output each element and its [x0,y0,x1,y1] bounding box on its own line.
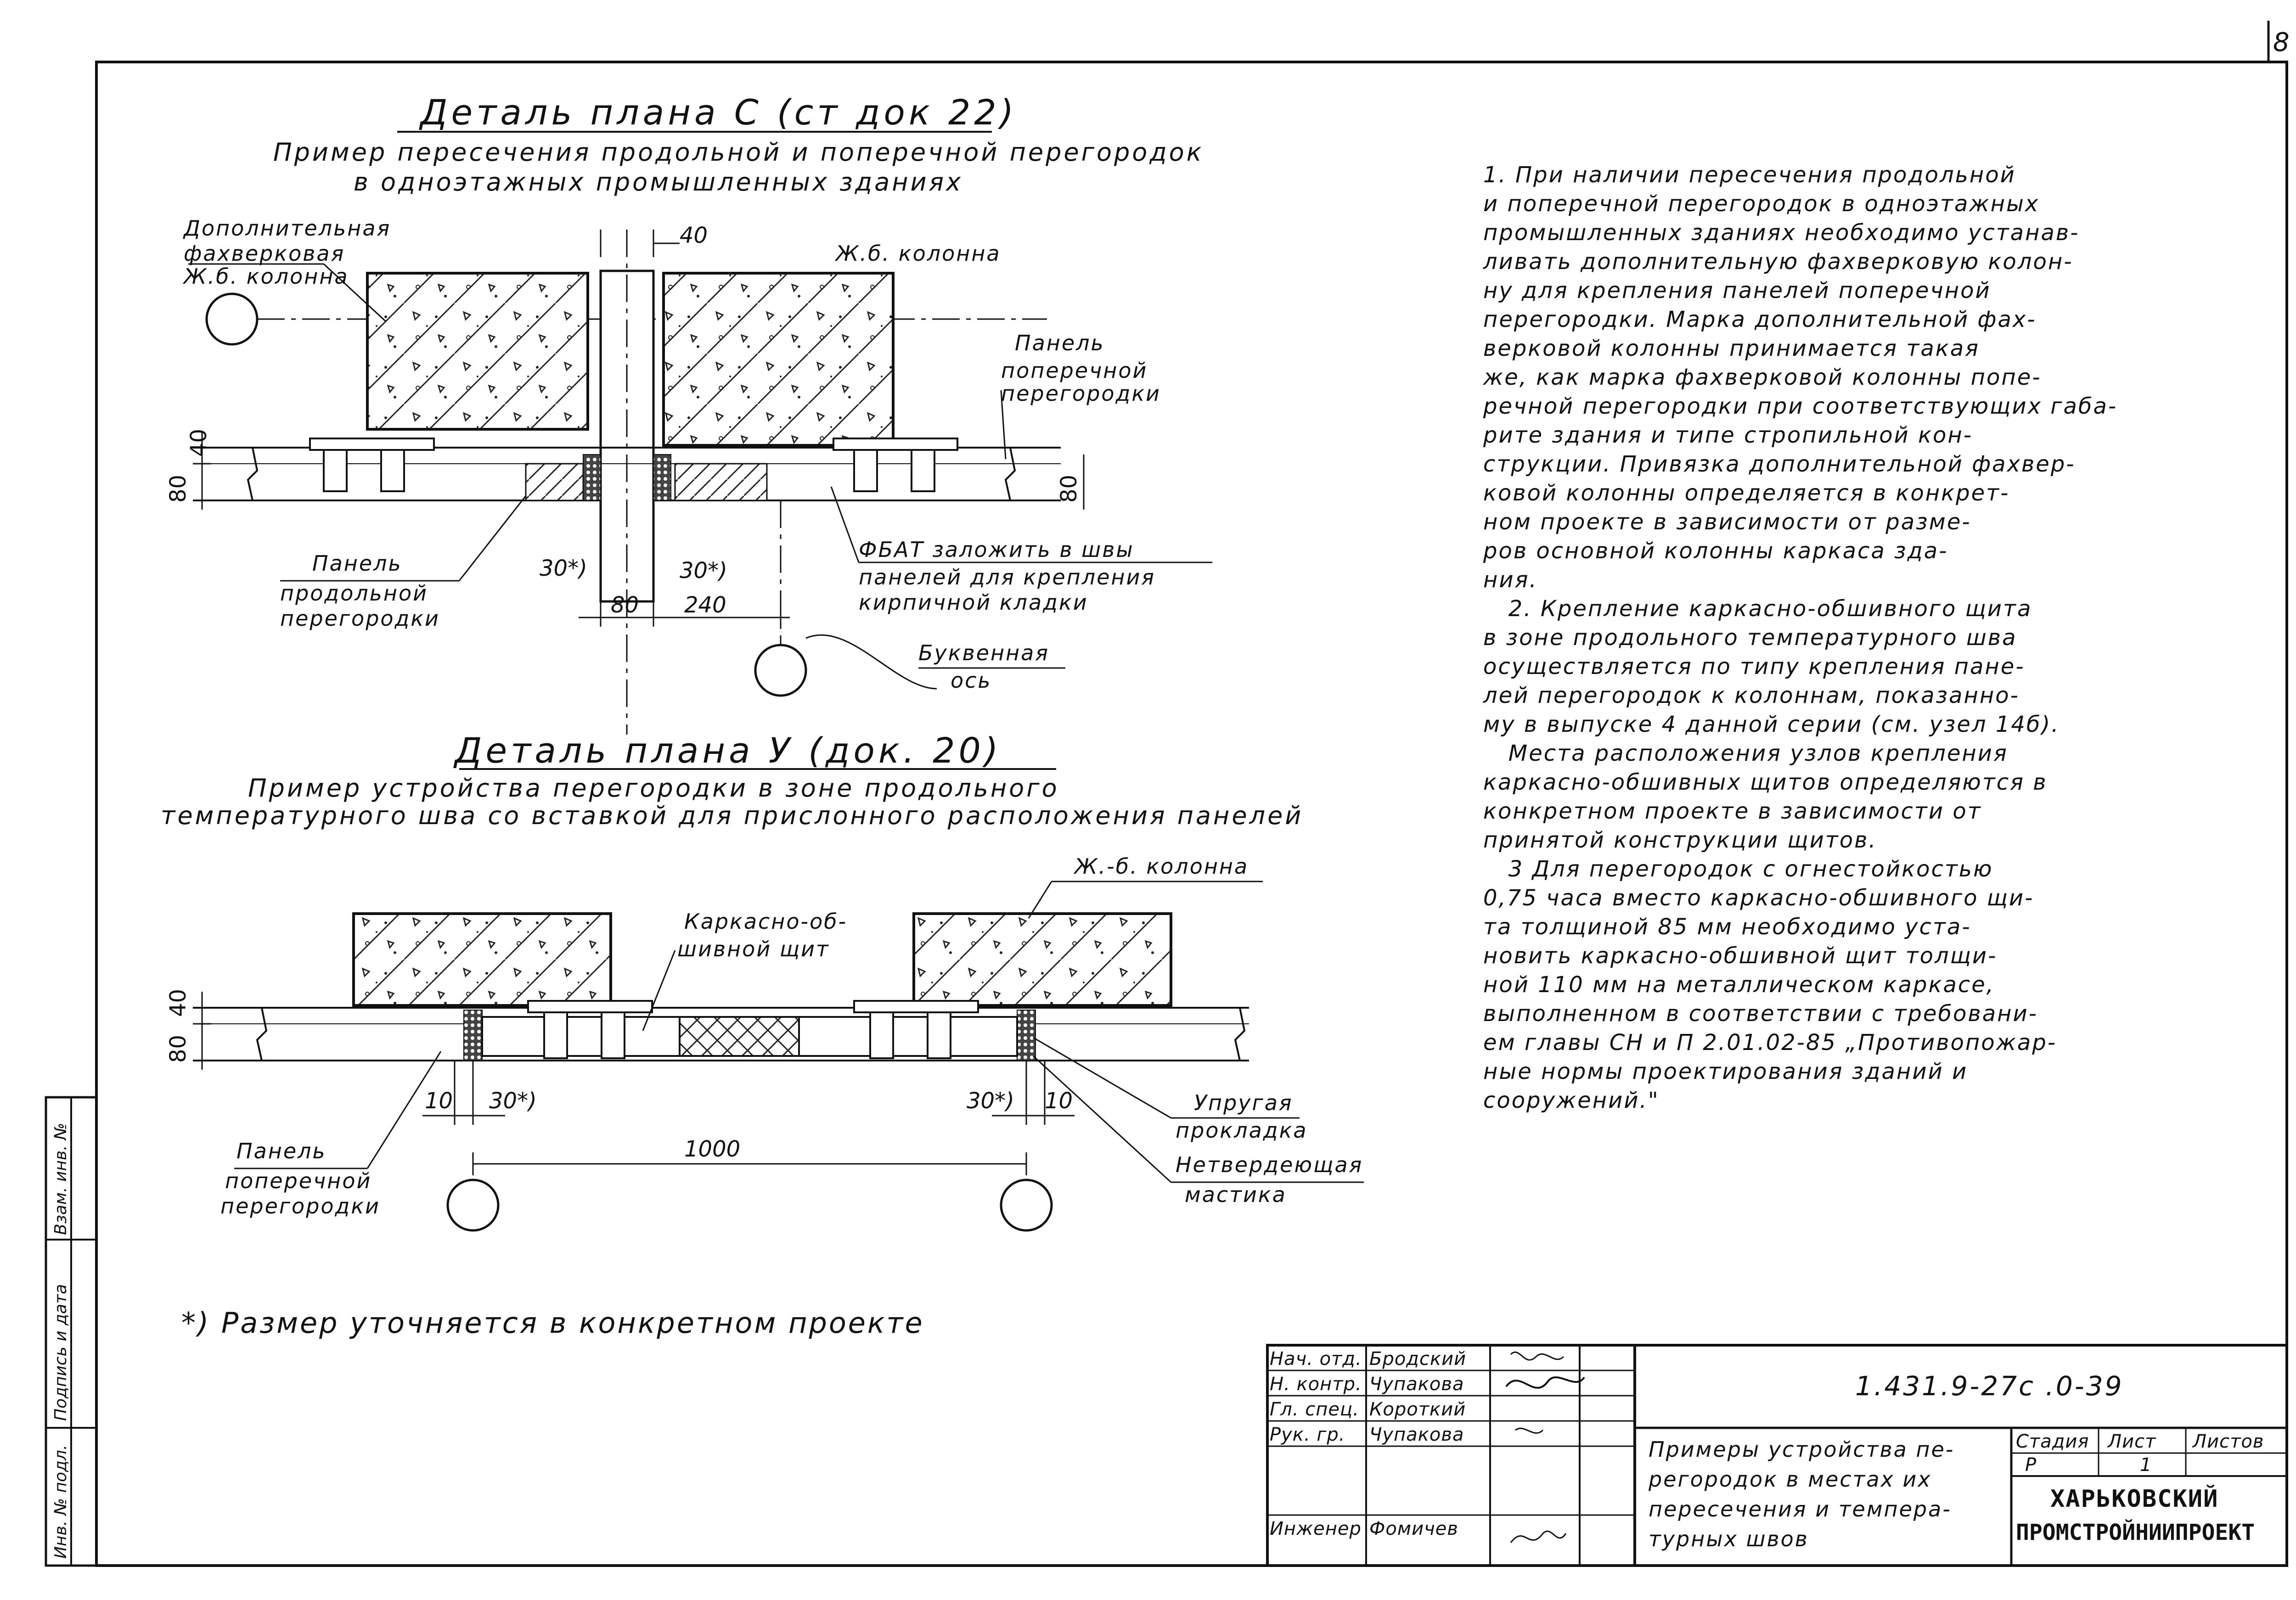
name-norm-control: Чупакова [1369,1374,1464,1395]
sheet-value: 1 [2140,1454,2152,1476]
stamp-inv-orig: Инв. № подл. [51,1444,70,1559]
rc-column-left [352,912,612,1007]
dim-c-80-left: 80 [165,474,191,503]
detail-c-subtitle-1: Пример пересечения продольной и поперечн… [273,138,1204,167]
detail-c-title: Деталь плана С (ст док 22) [420,92,1018,133]
detail-c-drawing [188,131,1212,770]
explanatory-notes: 1. При наличии пересечения продольной и … [1483,162,2118,1113]
dim-u-30-left: 30*) [489,1088,537,1114]
dim-c-40-top: 40 [680,223,708,248]
detail-u-title: Деталь плана У (док. 20) [455,730,1002,771]
label-axis-1: Буквенная [918,640,1049,665]
role-chief-spec: Гл. спец. [1270,1399,1359,1420]
detail-u-subtitle-1: Пример устройства перегородки в зоне про… [248,774,1059,803]
additional-column [366,272,589,431]
label-shield-1: Каркасно-об- [684,909,848,934]
dim-u-30-right: 30*) [967,1088,1014,1114]
name-engineer: Фомичев [1369,1518,1458,1539]
organization-line-1: ХАРЬКОВСКИЙ [2050,1485,2219,1513]
label-long-panel-1: Панель [312,551,402,576]
dim-c-40-left: 40 [186,428,212,457]
detail-c-subtitle-2: в одноэтажных промышленных зданиях [354,168,963,196]
dim-c-80-bottom: 80 [611,592,639,618]
label-u-panel-1: Панель [236,1139,326,1163]
axis-marker-c-bottom [754,644,807,697]
dim-c-80-right: 80 [1056,474,1082,503]
label-mastic-1: Нетвердеющая [1176,1152,1363,1177]
sheet-title-1: Примеры устройства пе- [1649,1437,1955,1462]
role-norm-control: Н. контр. [1270,1374,1362,1395]
sheet-title-3: пересечения и темпера- [1649,1497,1952,1521]
stage-value: Р [2025,1454,2037,1476]
label-gasket-2: прокладка [1176,1118,1308,1143]
sheets-label: Листов [2193,1431,2264,1452]
sheet-label: Лист [2108,1431,2156,1452]
stamp-inv-dup: Взам. инв. № [51,1123,70,1235]
label-u-panel-2: поперечной [225,1168,372,1193]
stamp-sign-date: Подпись и дата [51,1284,70,1421]
side-stamp [45,1096,98,1567]
sheet-title-2: регородок в местах их [1649,1467,1932,1492]
label-add-column-3: Ж.б. колонна [184,264,349,289]
rc-column [662,272,895,447]
label-u-panel-3: перегородки [220,1194,381,1218]
dim-u-1000: 1000 [684,1136,741,1162]
organization-line-2: ПРОМСТРОЙНИИПРОЕКТ [2016,1520,2255,1545]
label-fbat-1: ФБАТ заложить в швы [859,537,1134,562]
role-group-lead: Рук. гр. [1270,1424,1345,1445]
dim-c-240: 240 [684,592,726,618]
title-block-frame [1266,1344,2288,1567]
label-add-column-1: Дополнительная [184,216,391,241]
document-code: 1.431.9-27с .0-39 [1855,1370,2124,1402]
stage-label: Стадия [2016,1431,2089,1452]
label-axis-2: ось [951,668,992,693]
dim-u-10-left: 10 [425,1088,453,1114]
detail-u-drawing [193,881,1364,1232]
dim-u-80: 80 [165,1034,191,1063]
label-rc-column-c: Ж.б. колонна [836,241,1001,266]
label-mastic-2: мастика [1185,1182,1287,1207]
label-cross-panel-1: Панель [1015,331,1105,355]
sheet-frame [95,61,2288,1567]
label-gasket-1: Упругая [1194,1090,1293,1115]
role-engineer: Инженер [1270,1518,1362,1539]
label-fbat-2: панелей для крепления [859,565,1156,589]
label-cross-panel-2: поперечной [1001,358,1148,383]
label-long-panel-3: перегородки [280,606,440,631]
role-head: Нач. отд. [1270,1348,1362,1370]
page-number: 8 [2273,28,2290,57]
sheet-title-4: турных швов [1649,1527,1809,1551]
name-group-lead: Чупакова [1369,1424,1464,1445]
dim-u-10-right: 10 [1045,1088,1073,1114]
detail-u-subtitle-2: температурного шва со вставкой для присл… [161,801,1304,830]
rc-column-right [912,912,1172,1007]
footnote: *) Размер уточняется в конкретном проект… [181,1306,924,1340]
label-shield-2: шивной щит [677,937,830,961]
axis-marker-c-left [205,292,259,346]
label-cross-panel-3: перегородки [1001,381,1161,406]
dim-u-40: 40 [165,988,191,1017]
label-fbat-3: кирпичной кладки [859,590,1088,615]
axis-marker-u-right [1000,1179,1053,1232]
axis-marker-u-left [446,1179,500,1232]
dim-c-30-right: 30*) [680,558,727,584]
label-rc-column-u: Ж.-б. колонна [1075,854,1249,879]
name-chief-spec: Короткий [1369,1399,1466,1420]
name-head: Бродский [1369,1348,1467,1370]
dim-c-30-left: 30*) [540,556,587,581]
label-long-panel-2: продольной [280,581,428,606]
label-add-column-2: фахверковая [184,241,345,266]
